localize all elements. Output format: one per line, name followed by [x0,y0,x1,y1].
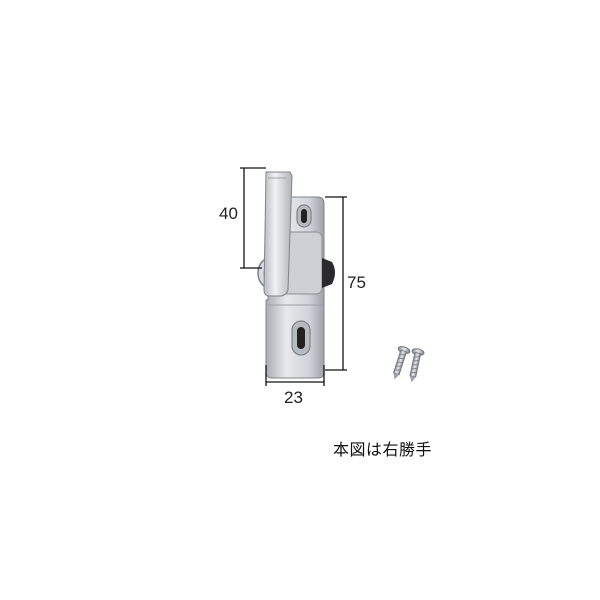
latch-handle [263,171,293,297]
caption-right-hand: 本図は右勝手 [333,440,433,459]
dimension-total-height [325,196,347,371]
dimension-lines [240,167,347,386]
label-total-height: 75 [347,273,366,292]
screws [392,346,425,383]
lower-screw-slot [291,320,311,356]
screw-icon [392,346,411,380]
crescent-latch [257,171,335,379]
dimension-handle-height [240,167,266,269]
label-handle-height: 40 [219,204,238,223]
upper-screw-slot [296,204,312,228]
dimension-width [265,365,325,386]
latch-knob [322,258,335,288]
screw-icon [409,348,425,383]
label-width: 23 [284,388,303,407]
